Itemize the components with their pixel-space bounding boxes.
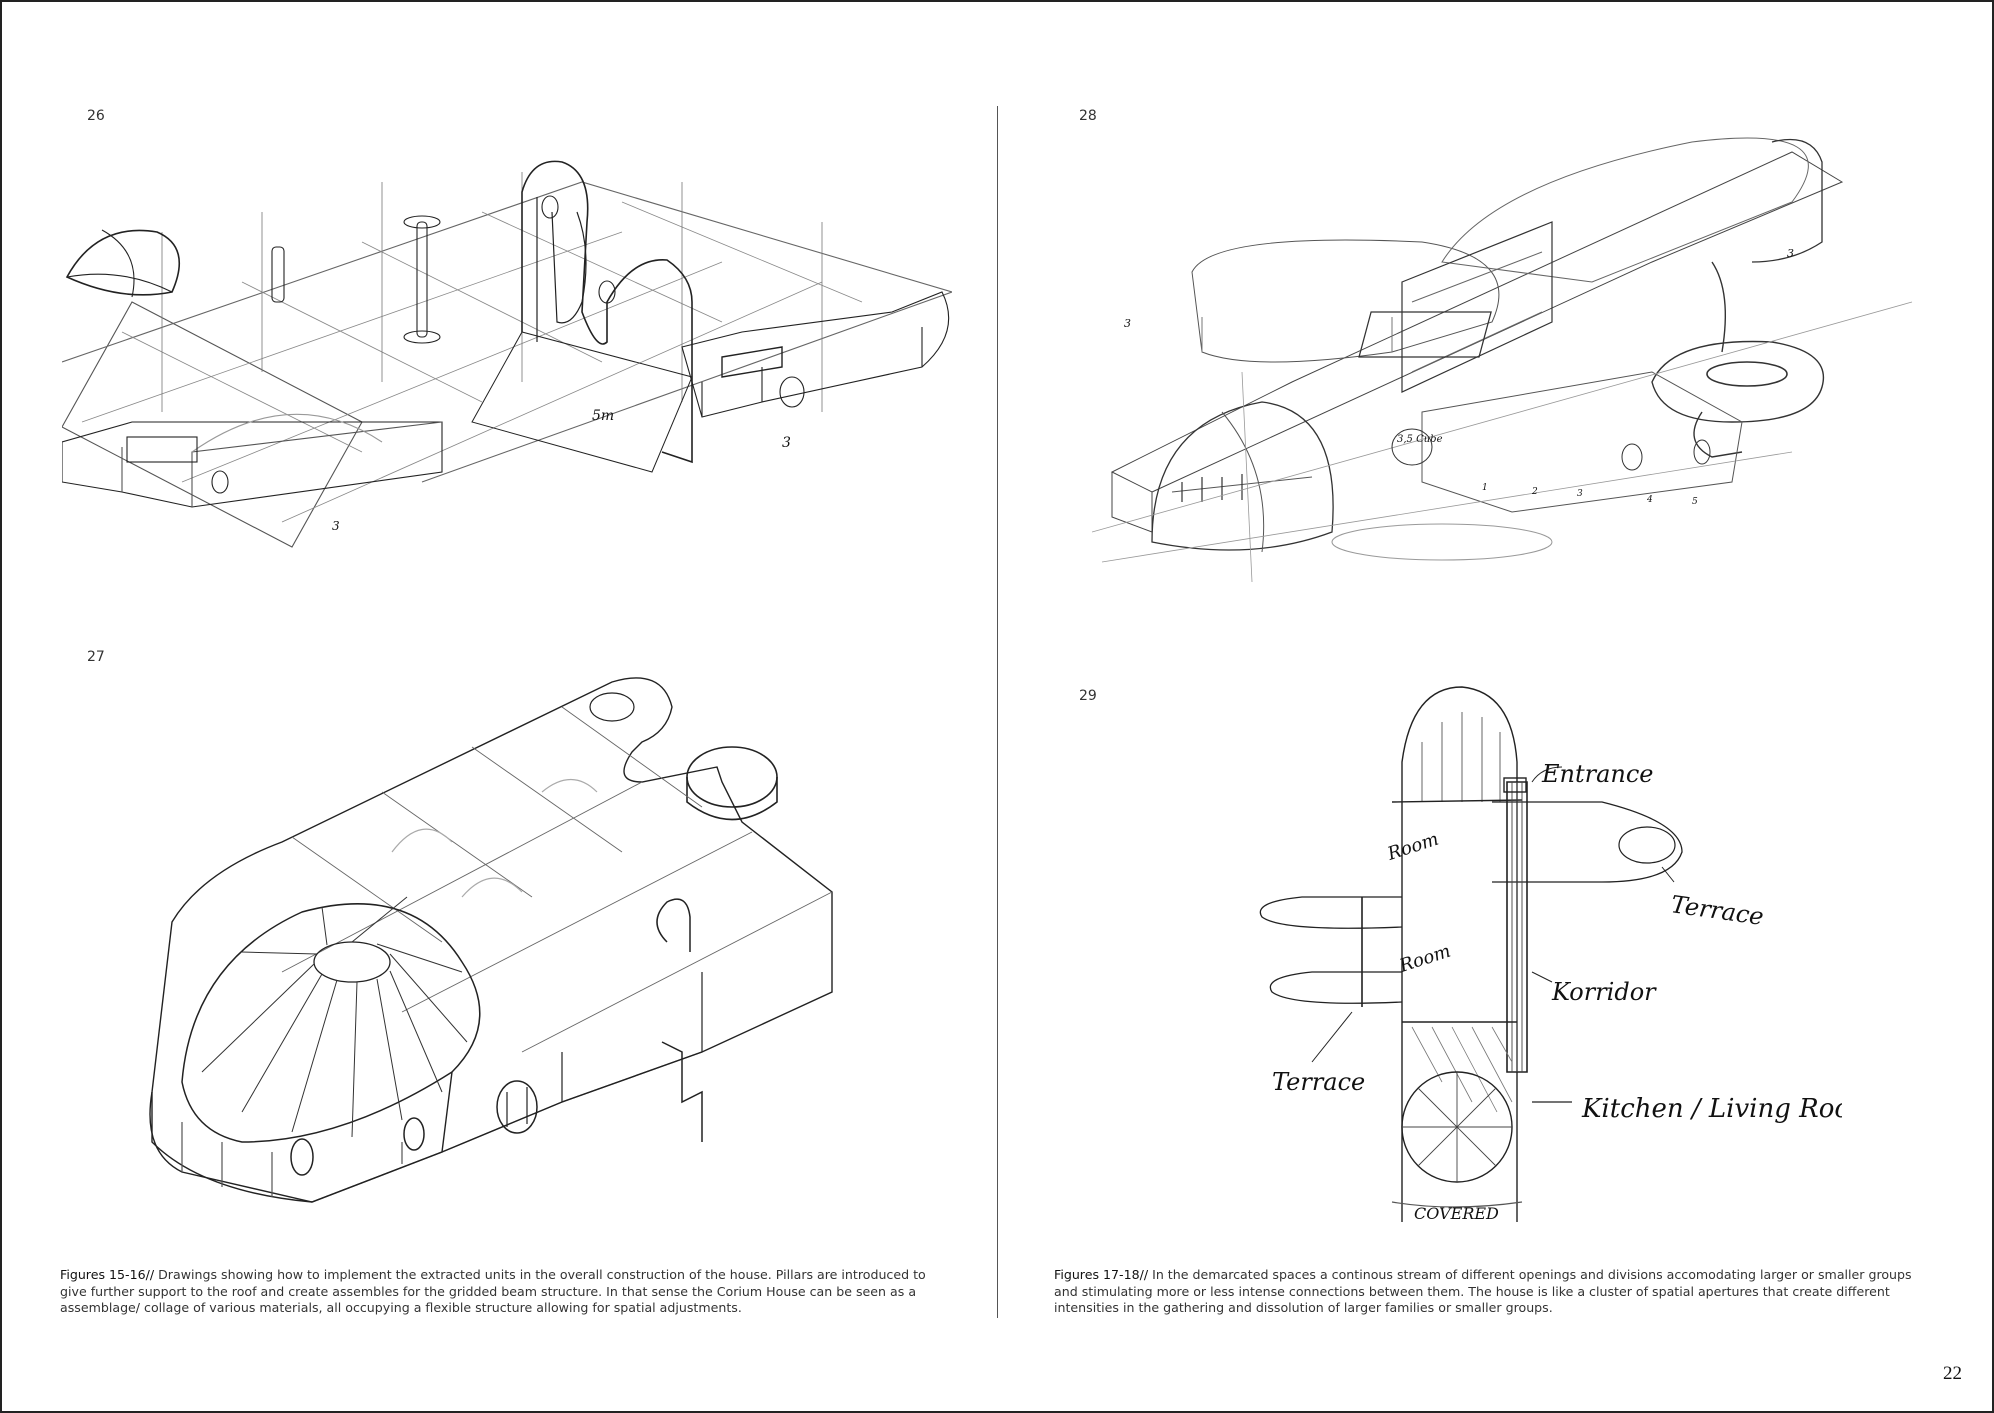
caption-right: Figures 17-18// In the demarcated spaces… bbox=[1054, 1267, 1934, 1317]
figure-number-26: 26 bbox=[87, 108, 105, 124]
label-room-upper: Room bbox=[1384, 829, 1441, 865]
sketch-label-dim-b: 3 bbox=[1787, 247, 1794, 260]
sketch-figure-27 bbox=[142, 672, 842, 1212]
label-terrace-right: Terrace bbox=[1669, 890, 1765, 931]
figure-number-27: 27 bbox=[87, 649, 105, 665]
label-korridor: Korridor bbox=[1551, 978, 1657, 1006]
sketch-count-label: 2 bbox=[1531, 487, 1538, 497]
caption-left: Figures 15-16// Drawings showing how to … bbox=[60, 1267, 950, 1317]
sketch-count-labels: 1 2 3 4 5 bbox=[1482, 483, 1698, 507]
sketch-count-label: 3 bbox=[1577, 489, 1583, 499]
column-divider bbox=[997, 106, 998, 1318]
sketch-label-dim-b: 3 bbox=[332, 519, 340, 533]
figure-number-29: 29 bbox=[1079, 688, 1097, 704]
sketch-count-label: 1 bbox=[1482, 483, 1488, 493]
caption-right-body: In the demarcated spaces a continous str… bbox=[1054, 1267, 1912, 1315]
sketch-figure-26: 5m 3 3 bbox=[62, 152, 952, 572]
sketch-count-label: 4 bbox=[1646, 495, 1653, 505]
sketch-label-dim-a: 3 bbox=[782, 435, 791, 451]
caption-left-lead: Figures 15-16// bbox=[60, 1267, 155, 1282]
sketch-figure-29: Entrance Room Room Terrace Korridor Terr… bbox=[1242, 682, 1842, 1242]
label-entrance: Entrance bbox=[1541, 760, 1654, 788]
page-number: 22 bbox=[1943, 1363, 1962, 1384]
caption-left-body: Drawings showing how to implement the ex… bbox=[60, 1267, 926, 1315]
sketch-figure-28: 3,5 Cube 3 3 1 2 3 4 5 bbox=[1092, 122, 1922, 622]
sketch-count-label: 5 bbox=[1692, 497, 1698, 507]
sketch-label-dim-a: 3 bbox=[1124, 317, 1131, 330]
label-kitchen-living-room: Kitchen / Living Room bbox=[1581, 1094, 1842, 1124]
label-terrace-left: Terrace bbox=[1272, 1068, 1365, 1096]
caption-right-lead: Figures 17-18// bbox=[1054, 1267, 1149, 1282]
figure-number-28: 28 bbox=[1079, 108, 1097, 124]
sketch-label-cube: 3,5 Cube bbox=[1397, 434, 1443, 445]
label-covered: COVERED bbox=[1414, 1204, 1499, 1223]
label-room-lower: Room bbox=[1396, 941, 1453, 977]
sketch-label-scale: 5m bbox=[592, 408, 614, 424]
